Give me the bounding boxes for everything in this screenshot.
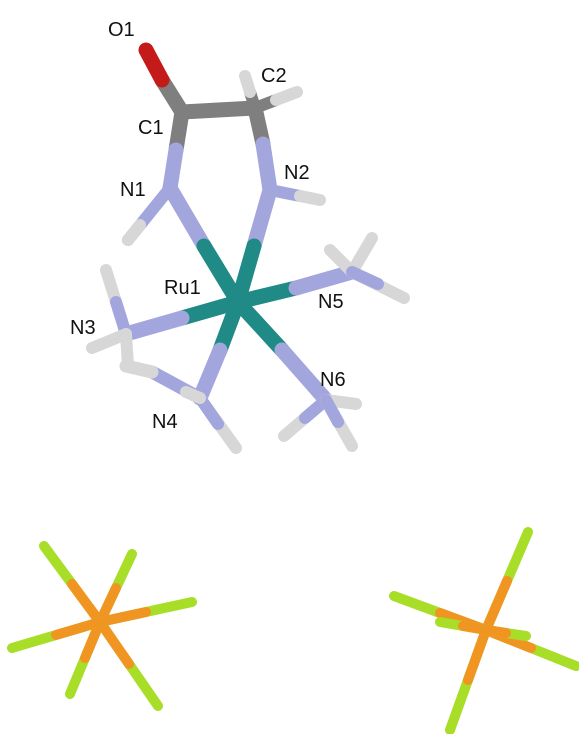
bond-ru-n1-n bbox=[162, 180, 212, 254]
bond-c1-c2 bbox=[174, 100, 263, 120]
bond-n1-h-tip bbox=[122, 219, 146, 246]
label-c1: C1 bbox=[138, 117, 164, 139]
label-n1: N1 bbox=[120, 179, 146, 201]
bond-ru-n2-ru bbox=[230, 238, 262, 310]
pf6-left-f4-p bbox=[80, 617, 105, 663]
bond-n6-h3-n bbox=[320, 394, 344, 428]
pf6-left-f5-p bbox=[95, 607, 151, 627]
label-n5: N5 bbox=[318, 291, 344, 313]
bond-c2-h2-h bbox=[270, 86, 303, 106]
bond-n4-h1-tip bbox=[119, 359, 159, 379]
pf6-left-f2-p bbox=[95, 617, 134, 669]
bond-n5-h1 bbox=[346, 232, 378, 278]
bond-ru-n1-ru bbox=[196, 238, 246, 310]
label-ru1: Ru1 bbox=[164, 277, 201, 299]
label-n6: N6 bbox=[320, 369, 346, 391]
bond-c1-o1-o bbox=[138, 42, 170, 88]
label-n2: N2 bbox=[284, 162, 310, 184]
label-n3: N3 bbox=[70, 317, 96, 339]
bond-ru-n6-ru bbox=[230, 294, 290, 358]
bond-ru-n3-ru bbox=[174, 294, 246, 326]
label-n4: N4 bbox=[152, 411, 178, 433]
bond-ru-n6-n bbox=[274, 342, 334, 408]
bond-ru-n4-n bbox=[192, 342, 228, 406]
bond-n5-stub bbox=[346, 266, 384, 290]
bond-c2-n2-n bbox=[255, 136, 278, 198]
label-o1: O1 bbox=[108, 19, 135, 41]
pf6-right-f6-p bbox=[481, 625, 511, 638]
bond-n2-h-tip bbox=[294, 190, 326, 206]
cation-bonds bbox=[86, 42, 410, 454]
label-c2: C2 bbox=[261, 65, 287, 87]
bond-ru-n5-n bbox=[288, 264, 360, 296]
bond-ru-n4-ru bbox=[212, 294, 246, 358]
bond-ru-n5-ru bbox=[230, 280, 304, 310]
pf6-right-f2-p bbox=[463, 625, 491, 685]
atom-labels: O1 C1 C2 N1 N2 Ru1 N3 N4 N5 N6 bbox=[70, 19, 346, 433]
bond-ru-n2-n bbox=[246, 182, 278, 254]
bond-n4-h3 bbox=[180, 386, 206, 404]
bond-c2-h1-h bbox=[239, 70, 256, 98]
pf6-anion-right bbox=[389, 527, 579, 734]
pf6-right-f1-p bbox=[481, 576, 512, 635]
bond-ru-n3-n bbox=[118, 310, 190, 342]
pf6-left-f6-p bbox=[51, 617, 105, 640]
pf6-left-f1-p bbox=[67, 579, 105, 627]
pf6-anion-left bbox=[7, 541, 197, 711]
